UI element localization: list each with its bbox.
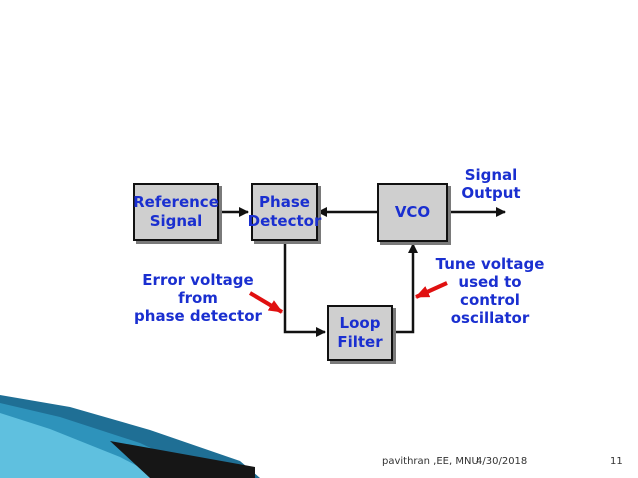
slide-decoration [0,395,260,478]
error-voltage-label: Error voltage from phase detector [126,271,270,325]
loop-filter-block: Loop Filter [327,305,393,361]
signal-output-label: Signal Output [455,166,527,202]
reference-line2: Signal [149,212,203,230]
tune-pointer-arrow [415,281,448,299]
loop-filter-line1: Loop [339,314,381,332]
wire-filter-to-vco [393,243,418,334]
reference-signal-block: Reference Signal [133,183,219,241]
signal-output-line2: Output [461,184,521,202]
vco-label: VCO [394,203,431,221]
tune-voltage-line3: control oscillator [450,291,530,327]
tune-voltage-label: Tune voltage used to control oscillator [420,255,560,327]
phase-detector-line1: Phase [259,193,310,211]
wire-pd-to-filter [283,242,326,337]
footer-author: pavithran ,EE, MNU [382,456,479,467]
tune-voltage-line2: used to [458,273,522,291]
error-voltage-line2: phase detector [134,307,262,325]
error-pointer-arrow [248,291,284,314]
signal-output-line1: Signal [464,166,518,184]
footer-page-number: 11 [610,456,623,467]
error-voltage-line1: Error voltage from [142,271,254,307]
phase-detector-block: Phase Detector [248,183,321,241]
reference-line1: Reference [133,193,219,211]
loop-filter-line2: Filter [337,333,383,351]
phase-detector-line2: Detector [247,212,322,230]
footer-date: 4/30/2018 [476,456,528,467]
tune-voltage-line1: Tune voltage [435,255,545,273]
vco-block: VCO [377,183,448,242]
